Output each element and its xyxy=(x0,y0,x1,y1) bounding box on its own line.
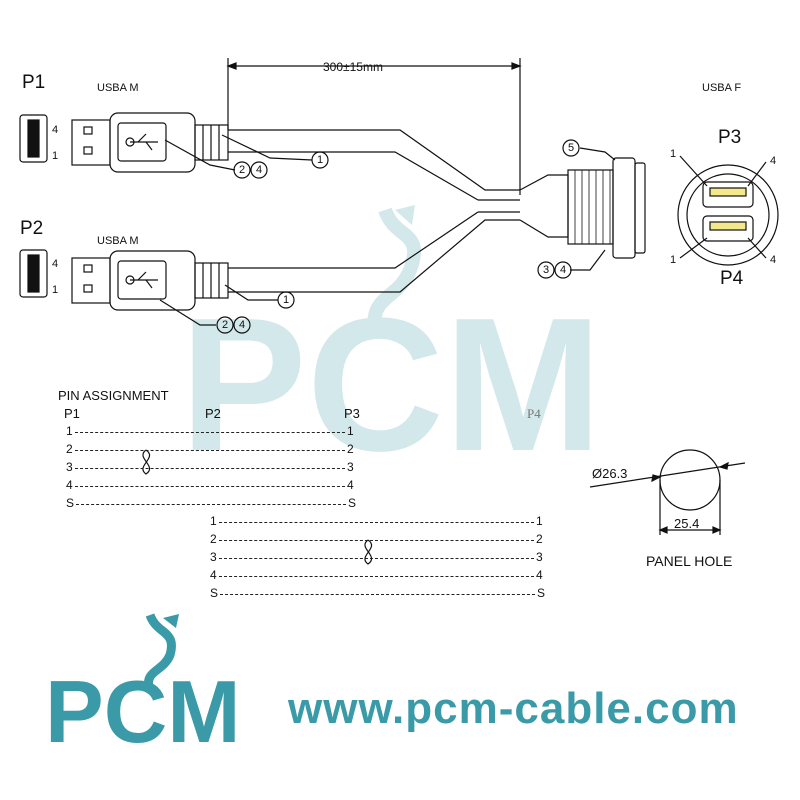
p3-pin-4: 4 xyxy=(770,155,777,167)
header-p3: P3 xyxy=(344,406,360,421)
p2-pin-4: 4 xyxy=(52,258,59,270)
callout-1: 1 xyxy=(317,154,324,166)
website-link[interactable]: www.pcm-cable.com xyxy=(288,684,739,733)
p2-label: P2 xyxy=(20,218,44,239)
pcm-logo: PCM xyxy=(45,613,241,745)
p1-pin-1: 1 xyxy=(52,150,59,162)
pin-assignment-title: PIN ASSIGNMENT xyxy=(58,388,169,403)
callout-4b: 4 xyxy=(239,319,246,331)
female-type: USBA F xyxy=(702,82,742,94)
callout-5: 5 xyxy=(568,142,575,154)
panel-hole-inner: 25.4 xyxy=(674,516,700,531)
p4-pin-4: 4 xyxy=(770,254,777,266)
watermark-logo: PCM xyxy=(180,205,602,460)
p1-pin-4: 4 xyxy=(52,124,59,136)
callout-1b: 1 xyxy=(283,294,290,306)
p4-label: P4 xyxy=(720,268,744,289)
header-p2: P2 xyxy=(205,406,221,421)
p3-pin-1: 1 xyxy=(670,148,677,160)
p4-pin-1: 1 xyxy=(670,254,677,266)
header-p1: P1 xyxy=(64,406,80,421)
header-p4: P4 xyxy=(527,406,541,421)
p2-type: USBA M xyxy=(97,235,139,247)
p1-label: P1 xyxy=(22,72,46,93)
svg-text:PCM: PCM xyxy=(45,662,241,745)
callout-2b: 2 xyxy=(222,319,229,331)
callout-4: 4 xyxy=(256,164,263,176)
p2-pin-1: 1 xyxy=(52,284,59,296)
panel-hole-label: PANEL HOLE xyxy=(646,553,733,569)
callout-2: 2 xyxy=(239,164,246,176)
p1-type: USBA M xyxy=(97,82,139,94)
panel-hole-outer: Ø26.3 xyxy=(592,466,628,481)
p3-label: P3 xyxy=(718,127,742,148)
callout-3: 3 xyxy=(543,264,550,276)
callout-4c: 4 xyxy=(560,264,567,276)
svg-text:PCM: PCM xyxy=(180,279,602,460)
length-dimension: 300±15mm xyxy=(323,60,383,74)
